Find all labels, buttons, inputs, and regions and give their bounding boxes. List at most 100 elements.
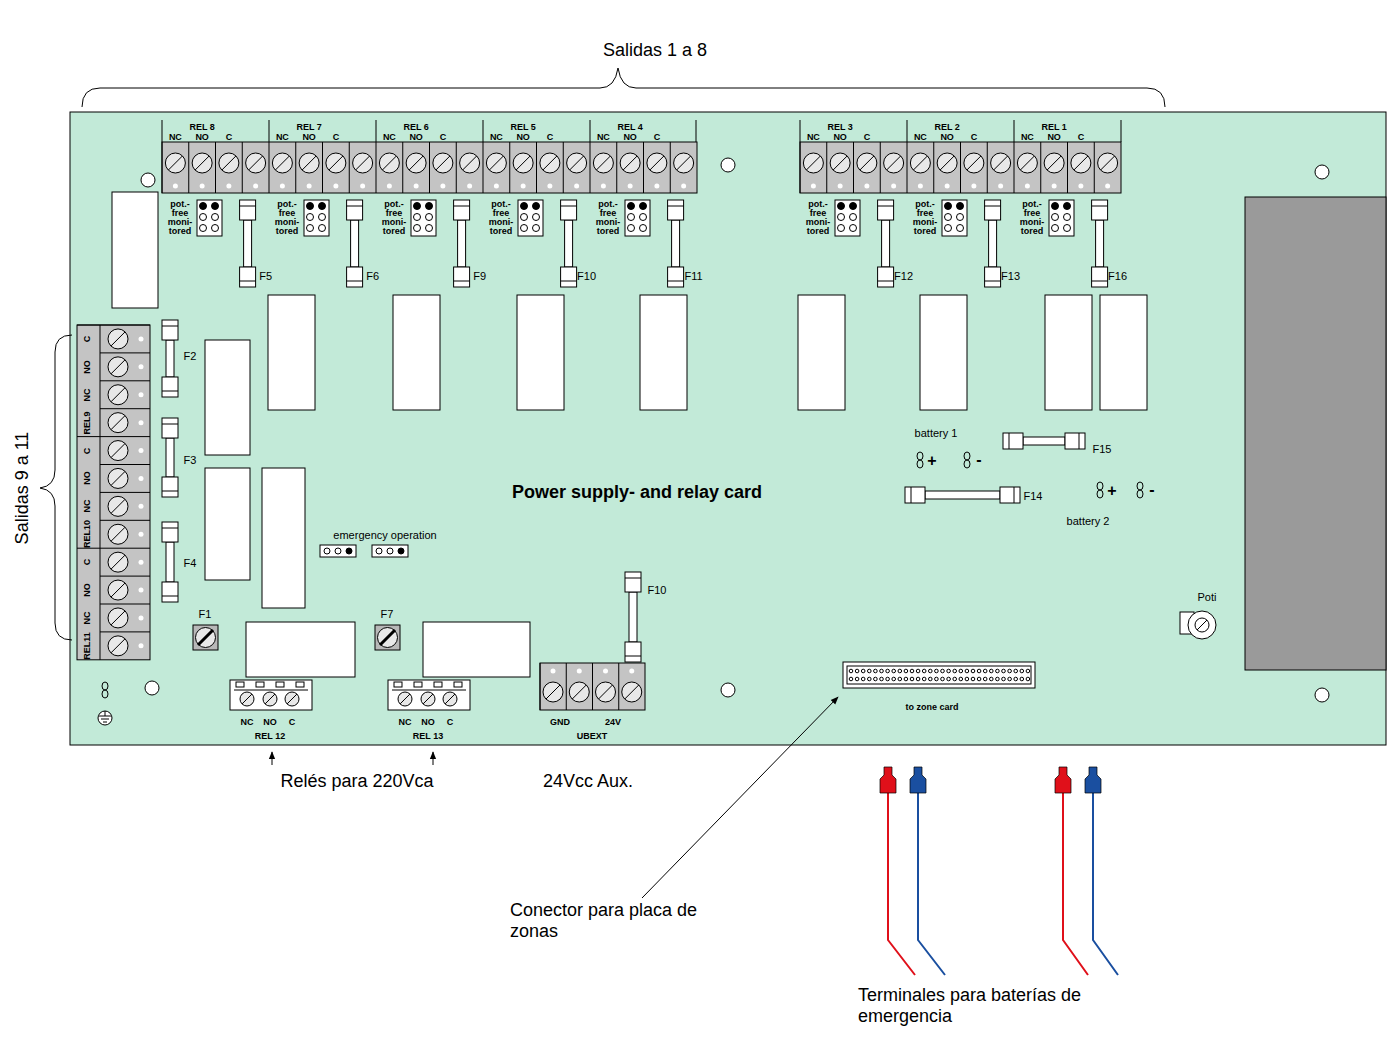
jumper-pin	[640, 225, 647, 232]
terminal-divider	[100, 436, 150, 437]
terminal-strip	[77, 325, 150, 660]
jumper-pin	[335, 548, 341, 554]
fuse-clip	[878, 267, 894, 287]
board-label: +	[1107, 482, 1116, 500]
screw-terminal	[353, 153, 373, 173]
terminal-hole	[139, 364, 144, 369]
board-label: C	[547, 132, 554, 142]
jumper-pin	[628, 225, 635, 232]
board-label: NO	[409, 132, 423, 142]
terminal-divider	[1067, 142, 1068, 193]
screw-terminal	[108, 329, 128, 349]
screw-terminal	[830, 153, 850, 173]
board-label: Poti	[1198, 591, 1217, 604]
board-label: REL 8	[189, 122, 214, 132]
fuse-slot	[198, 630, 213, 645]
connector-pin	[941, 677, 945, 681]
terminal-hole	[139, 560, 144, 565]
group-separator	[162, 120, 163, 142]
relay	[1100, 295, 1147, 410]
leader-arrow	[272, 752, 273, 765]
battery-wire	[918, 790, 945, 975]
connector-pin	[874, 677, 878, 681]
connector-pin	[892, 677, 896, 681]
relay	[262, 468, 305, 608]
jumper-pin	[945, 203, 952, 210]
terminal-hole	[945, 184, 950, 189]
board-label: NO	[302, 132, 316, 142]
fuse-clip	[162, 477, 178, 497]
connector-pin	[971, 669, 975, 673]
connector-pin	[1020, 669, 1024, 673]
spade-terminal	[964, 452, 970, 460]
jumper-pin	[945, 225, 952, 232]
board-label: pot.- free	[1017, 200, 1047, 217]
screw-slot	[677, 156, 691, 170]
screw-slot	[111, 583, 125, 597]
battery-plug	[1085, 767, 1101, 793]
terminal-hole	[891, 184, 896, 189]
screw-terminal	[108, 608, 128, 628]
fuse-clip-line	[561, 206, 577, 207]
terminal-hole	[280, 184, 285, 189]
connector-slot	[434, 682, 442, 687]
screw-terminal	[165, 153, 185, 173]
screw-terminal	[246, 153, 266, 173]
jumper-pin	[838, 225, 845, 232]
fuse-clip	[561, 267, 577, 287]
connector-pin	[971, 677, 975, 681]
board-label: moni- tored	[910, 218, 940, 235]
screw-slot	[546, 685, 560, 699]
board-label: C	[440, 132, 447, 142]
fuse-clip-line	[162, 528, 178, 529]
screw-slot	[400, 694, 410, 704]
board-label: F13	[1001, 270, 1020, 283]
spade-terminal	[1097, 490, 1103, 498]
board-label: pot.- free	[593, 200, 623, 217]
board-label: pot.- free	[910, 200, 940, 217]
terminal-hole	[139, 504, 144, 509]
fuse-clip-line	[625, 578, 641, 579]
terminal-hole	[654, 184, 659, 189]
screw-slot	[967, 156, 981, 170]
fuse-clip	[1092, 200, 1108, 220]
annotation-text: 24Vcc Aux.	[543, 771, 633, 792]
board-label: REL 2	[934, 122, 959, 132]
annotation-text: Conector para placa de zonas	[510, 900, 700, 941]
group-separator	[696, 120, 697, 142]
terminal-divider	[456, 142, 457, 193]
group-separator	[1014, 120, 1015, 142]
screw-terminal	[674, 153, 694, 173]
fuse-clip-line	[240, 281, 256, 282]
jumper-pin	[426, 203, 433, 210]
screw-terminal	[486, 153, 506, 173]
board-label: NC	[169, 132, 182, 142]
screw-slot	[195, 156, 209, 170]
jumper-pin	[521, 214, 528, 221]
screw-terminal	[1017, 153, 1037, 173]
connector-pin	[983, 677, 987, 681]
screw-terminal	[379, 153, 399, 173]
group-separator	[590, 120, 591, 142]
fuse-body	[672, 220, 680, 267]
screw-terminal	[1044, 153, 1064, 173]
connector-pin	[868, 669, 872, 673]
battery-plug	[910, 767, 926, 793]
board-label: -	[976, 451, 981, 469]
terminal-divider	[1040, 142, 1041, 193]
terminal-hole	[139, 448, 144, 453]
fuse-clip	[1065, 433, 1085, 449]
board-label: UBEXT	[577, 731, 608, 741]
fuse-clip-line	[162, 491, 178, 492]
terminal-divider	[800, 142, 801, 193]
screw-slot	[382, 156, 396, 170]
annotation-text: Relés para 220Vca	[280, 771, 433, 792]
screw-terminal	[263, 692, 277, 706]
connector-pin	[1002, 677, 1006, 681]
board-label: REL9	[82, 411, 92, 434]
screw-slot	[329, 156, 343, 170]
mounting-hole	[1315, 688, 1329, 702]
terminal-divider	[853, 142, 854, 193]
plug-connector	[388, 680, 470, 710]
screw-slot	[111, 611, 125, 625]
